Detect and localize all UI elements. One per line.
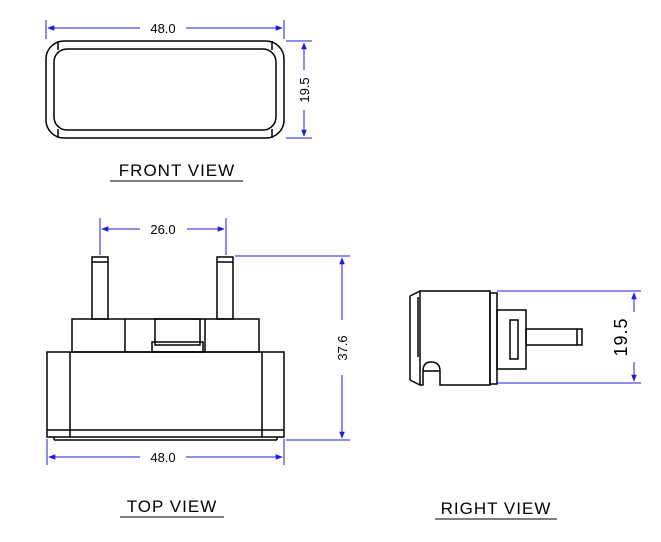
- top-pin-spacing-label: 26.0: [150, 222, 175, 237]
- right-view-label: RIGHT VIEW: [441, 499, 552, 518]
- top-width-dimension: [46, 439, 285, 465]
- top-view: 26.0 37.6 48.0 TOP VIEW: [46, 218, 350, 518]
- front-height-label: 19.5: [297, 77, 312, 102]
- right-height-dimension: [497, 290, 641, 384]
- right-view: 19.5 RIGHT VIEW: [409, 290, 641, 520]
- top-pin-spacing-dimension: [99, 218, 227, 255]
- top-depth-dimension: [235, 255, 350, 441]
- front-height-dimension: [286, 40, 312, 139]
- top-view-label: TOP VIEW: [127, 497, 218, 516]
- front-view-body: [45, 40, 285, 139]
- top-view-body: [46, 256, 285, 441]
- front-width-dimension: [45, 20, 285, 39]
- top-depth-label: 37.6: [335, 335, 350, 360]
- front-view-label: FRONT VIEW: [119, 161, 235, 180]
- front-width-label: 48.0: [150, 21, 175, 36]
- top-width-label: 48.0: [150, 450, 175, 465]
- right-height-label: 19.5: [611, 317, 631, 356]
- front-view: 48.0 19.5 FRONT VIEW: [45, 20, 312, 182]
- right-view-body: [409, 290, 583, 386]
